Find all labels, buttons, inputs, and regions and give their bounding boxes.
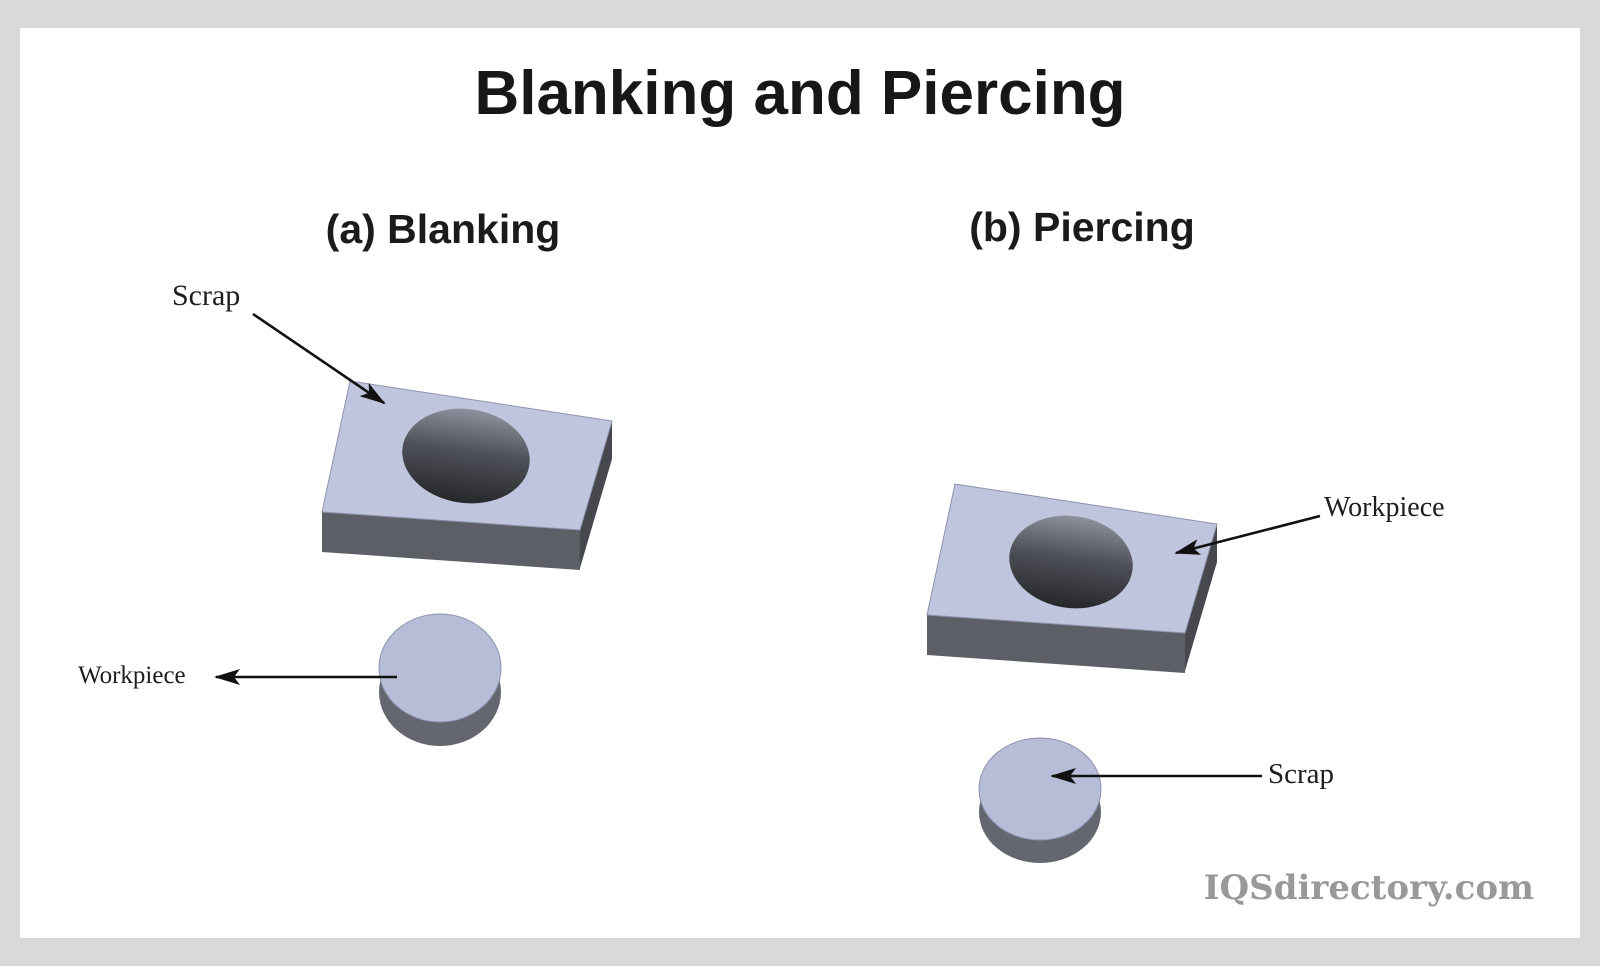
caption-piercing: (b) Piercing [969, 204, 1195, 250]
caption-blanking: (a) Blanking [325, 206, 561, 252]
diagram-canvas [20, 28, 1580, 938]
scrap-label-piercing: Scrap [1268, 758, 1335, 790]
watermark: IQSdirectory.com [1203, 868, 1534, 908]
scrap-label-blanking: Scrap [172, 279, 241, 312]
workpiece-label-piercing: Workpiece [1324, 492, 1445, 523]
diagram-title: Blanking and Piercing [474, 59, 1126, 128]
workpiece-label-blanking: Workpiece [78, 662, 186, 689]
